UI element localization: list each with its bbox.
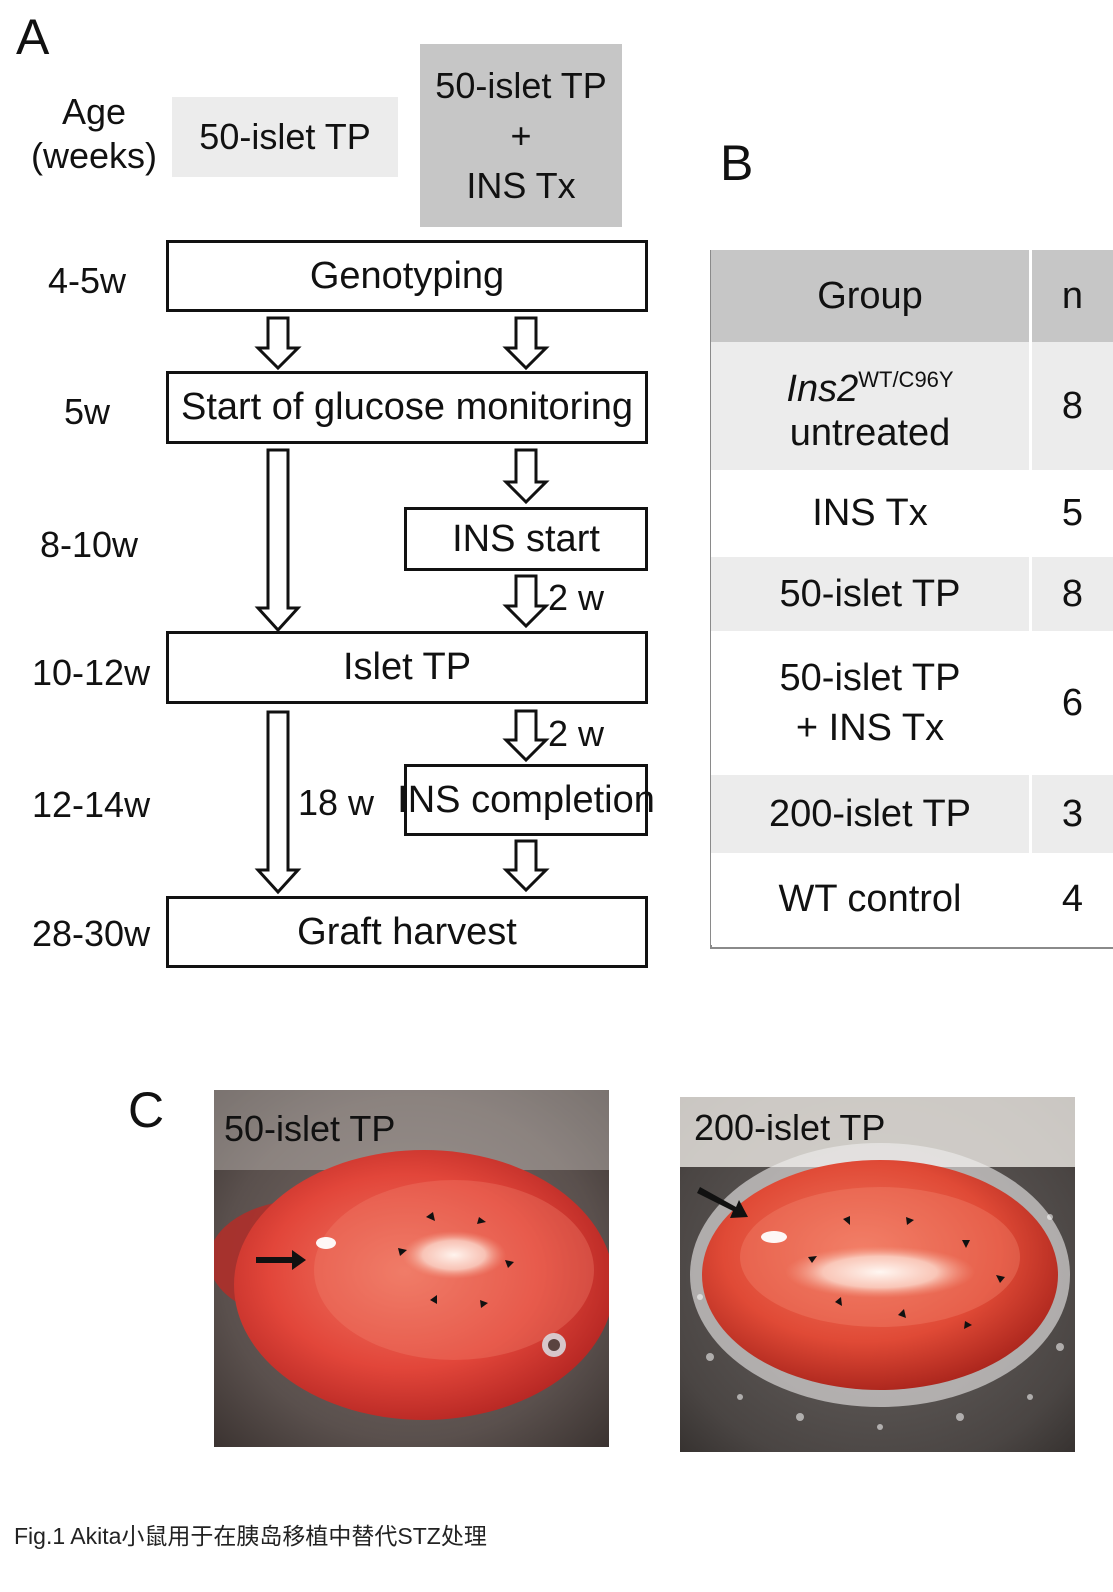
down-arrow-icon (254, 316, 302, 371)
arrow-icon (697, 1187, 748, 1218)
arrowhead-icon (477, 1217, 486, 1224)
table-cell-n: 8 (1029, 342, 1113, 470)
table-row: 200-islet TP 3 (711, 775, 1113, 853)
table-cell-group: WT control (711, 853, 1031, 945)
table-cell-n: 8 (1029, 557, 1113, 631)
figure-caption: Fig.1 Akita小鼠用于在胰岛移植中替代STZ处理 (14, 1523, 487, 1549)
arrowhead-icon (480, 1300, 488, 1308)
step-genotyping: Genotyping (166, 240, 648, 312)
step-islet-tp: Islet TP (166, 631, 648, 704)
group-table: Group n Ins2WT/C96Y untreated 8 INS Tx 5… (711, 250, 1113, 945)
table-cell-group: 50-islet TP + INS Tx (711, 631, 1031, 775)
age-label: 12-14w (32, 784, 151, 825)
arrowhead-icon (964, 1321, 972, 1329)
age-label: 10-12w (32, 652, 151, 693)
arrowhead-icon (505, 1260, 514, 1268)
down-arrow-icon (502, 574, 550, 629)
arrow-icon (256, 1250, 306, 1270)
step-ins-completion: INS completion (397, 764, 655, 836)
down-arrow-icon (254, 448, 302, 633)
table-row: Ins2WT/C96Y untreated 8 (711, 342, 1113, 470)
step-ins-start: INS start (404, 507, 648, 571)
kidney-graft-image (214, 1090, 609, 1447)
age-label: 5w (64, 391, 111, 432)
panel-b-letter: B (720, 135, 754, 191)
arrowhead-icon (962, 1240, 970, 1248)
table-header-group: Group (711, 250, 1031, 342)
table-cell-n: 4 (1029, 853, 1113, 945)
arrowhead-icon (426, 1212, 435, 1221)
step-graft-harvest: Graft harvest (166, 896, 648, 968)
arrowhead-icon (835, 1297, 842, 1306)
interval-label: 2 w (548, 713, 605, 754)
age-label: 4-5w (48, 260, 127, 301)
arrowhead-icon (898, 1309, 906, 1318)
interval-label: 18 w (298, 782, 375, 823)
table-cell-n: 3 (1029, 775, 1113, 853)
column-header-50-islet: 50-islet TP (172, 97, 398, 177)
age-label: 28-30w (32, 913, 151, 954)
age-label: 8-10w (40, 524, 139, 565)
arrowhead-icon (843, 1216, 850, 1225)
arrowhead-icon (996, 1275, 1005, 1283)
table-row: 50-islet TP + INS Tx 6 (711, 631, 1113, 775)
down-arrow-icon (502, 709, 550, 763)
photo-label: 200-islet TP (694, 1107, 886, 1148)
table-cell-group: INS Tx (711, 470, 1031, 557)
panel-c-letter: C (128, 1082, 165, 1138)
down-arrow-icon (502, 316, 550, 371)
gene-name: Ins2 (786, 367, 859, 410)
table-row: WT control 4 (711, 853, 1113, 945)
table-header-n: n (1029, 250, 1113, 342)
table-cell-group: 50-islet TP (711, 557, 1031, 631)
arrowhead-icon (808, 1256, 817, 1263)
table-cell-n: 6 (1029, 631, 1113, 775)
group-line2: untreated (789, 411, 951, 454)
photo-label: 50-islet TP (224, 1108, 396, 1149)
flow-arrows (254, 316, 550, 895)
step-glucose-monitoring: Start of glucose monitoring (166, 371, 648, 444)
arrowhead-icon (398, 1248, 407, 1256)
column-header-50-islet-ins: 50-islet TP + INS Tx (420, 44, 622, 227)
down-arrow-icon (254, 710, 302, 895)
table-cell-group: 200-islet TP (711, 775, 1031, 853)
kidney-photo-200-islet: 200-islet TP (680, 1097, 1075, 1452)
arrowhead-icon (430, 1295, 437, 1304)
table-row: 50-islet TP 8 (711, 557, 1113, 631)
age-axis-label: Age (weeks) (30, 91, 158, 176)
table-cell-n: 5 (1029, 470, 1113, 557)
kidney-graft-image (680, 1097, 1075, 1452)
table-cell-group: Ins2WT/C96Y untreated (711, 342, 1031, 470)
kidney-photo-50-islet: 50-islet TP (214, 1090, 609, 1447)
panel-a-letter: A (16, 9, 50, 65)
table-row: INS Tx 5 (711, 470, 1113, 557)
arrowhead-icon (906, 1217, 914, 1225)
down-arrow-icon (502, 448, 550, 505)
down-arrow-icon (502, 839, 550, 893)
genotype-superscript: WT/C96Y (858, 366, 954, 392)
interval-label: 2 w (548, 577, 605, 618)
